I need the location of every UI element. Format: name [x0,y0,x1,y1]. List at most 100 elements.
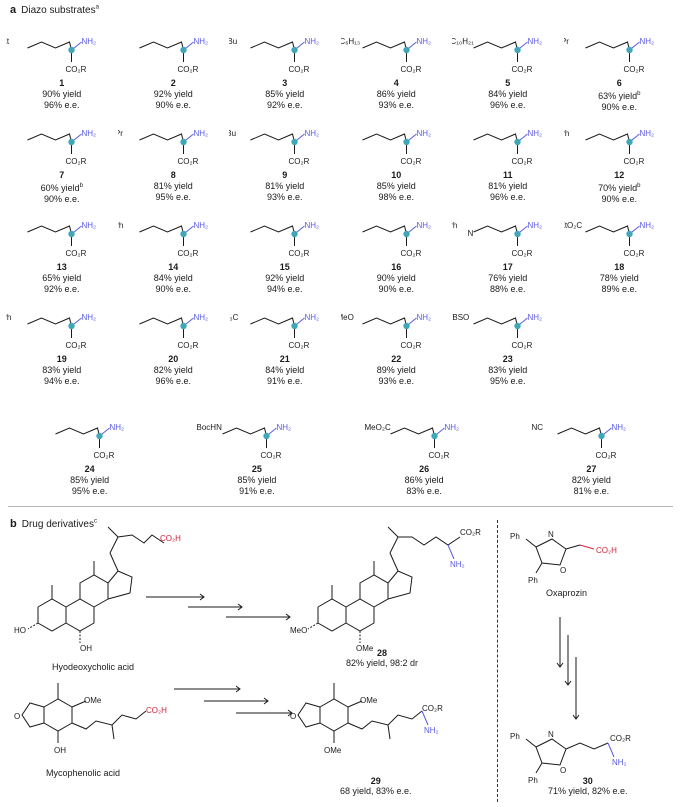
stereocenter-dot [179,322,187,330]
stereocenter-dot [291,230,298,238]
carbon-chain [250,317,295,327]
carbon-chain [473,317,518,327]
ester-label: CO₂R [512,157,533,166]
compound-ee: 91% e.e. [239,486,275,496]
section-b-note: c [94,518,97,525]
ester-label: CO₂R [289,65,310,74]
amine-label: NH₂ [305,129,320,138]
product-29-o: O [290,712,296,721]
amine-label: NH₂ [416,37,431,46]
carbon-chain [27,41,72,51]
ester-label: CO₂R [512,65,533,74]
amine-label: NH₂ [110,423,125,432]
oxaprozin-structure [525,538,595,574]
ester-label: CO₂R [177,65,198,74]
compound-structure: NH₂CO₂RⁿBu [229,37,319,74]
compound-ee: 93% e.e. [378,100,415,110]
ester-label: CO₂R [623,249,644,258]
compound-number: 1 [59,78,65,88]
compound-ee: 90% e.e. [378,284,415,294]
compound-yield: 65% yield [42,273,82,283]
compound-yield: 83% yield [488,365,528,375]
product-29-ester: CO₂R [422,704,443,713]
ester-label: CO₂R [623,157,644,166]
hyodeoxycholic-label: Hyodeoxycholic acid [52,662,134,672]
hyodeoxycholic-name: Hyodeoxycholic acid [52,662,135,672]
amine-label: NH₂ [528,221,543,230]
product-28-ester: CO₂R [460,528,481,537]
amine-label: NH₂ [416,313,431,322]
hyodeoxycholic-oh: OH [80,644,92,653]
substituent-label: Et [6,37,10,46]
carbon-chain [250,41,295,51]
compound-structure: NH₂CO₂REtO₂C [564,221,654,258]
oxaprozin-n: N [548,530,554,539]
stereocenter-dot [625,230,633,238]
product-29-ome-top: OMe [360,696,378,705]
product-30-ph-top: Ph [510,732,520,741]
amine-label: NH₂ [82,37,97,46]
compound-ee: 95% e.e. [71,486,108,496]
substituent-label: MeO [341,313,354,322]
compound-structure: NH₂CO₂RⁿC₆H₁₃ [341,37,431,74]
mycophenolic-acid-group: CO₂H [146,706,167,715]
dashed-separator [497,520,498,802]
product-28-amine: NH₂ [450,560,465,569]
section-a-note: a [95,4,99,11]
yield-note: b [637,91,641,97]
amine-label: NH₂ [82,129,97,138]
mycophenolic-ome: OMe [84,696,102,705]
stereocenter-dot [514,46,521,54]
mycophenolic-label: Mycophenolic acid [46,768,120,778]
compound-ee: 96% e.e. [43,100,80,110]
stereocenter-dot [598,432,605,440]
compound-ee: 90% e.e. [601,102,638,112]
compound-structure: NH₂CO₂RⁿC₁₀H₂₁ [452,37,542,74]
stereocenter-dot [402,138,410,146]
compound-yield: 84% yield [488,89,528,99]
compound-number: 26 [419,464,430,474]
compound-structure: NH₂CO₂RPh [118,221,208,258]
product-30-number: 30 [582,776,593,786]
amine-label: NH₂ [611,423,626,432]
oxaprozin-ph-top: Ph [510,532,520,541]
amine-label: NH₂ [639,129,654,138]
amine-label: NH₂ [528,313,543,322]
substituent-label: ⁿBu [229,37,237,46]
compound-number: 18 [614,262,625,272]
ester-label: CO₂R [66,249,87,258]
compound-yield: 92% yield [265,273,305,283]
compound-ee: 93% e.e. [378,376,415,386]
stereocenter-dot [514,322,521,330]
carbon-chain [27,317,72,327]
substituent-label: ᵗBu [229,129,236,138]
compound-ee: 83% e.e. [406,486,442,496]
compound-number: 11 [502,170,513,180]
compound-ee: 88% e.e. [489,284,526,294]
compound-yield: 92% yield [153,89,193,99]
stereocenter-dot [291,46,298,54]
product-30-n: N [548,730,554,739]
substituent-label: Ph [118,221,123,230]
compound-yield: 82% yield [153,365,193,375]
ester-label: CO₂R [177,341,198,350]
compound-yield: 76% yield [488,273,528,283]
oxaprozin-label: Oxaprozin [546,588,587,598]
